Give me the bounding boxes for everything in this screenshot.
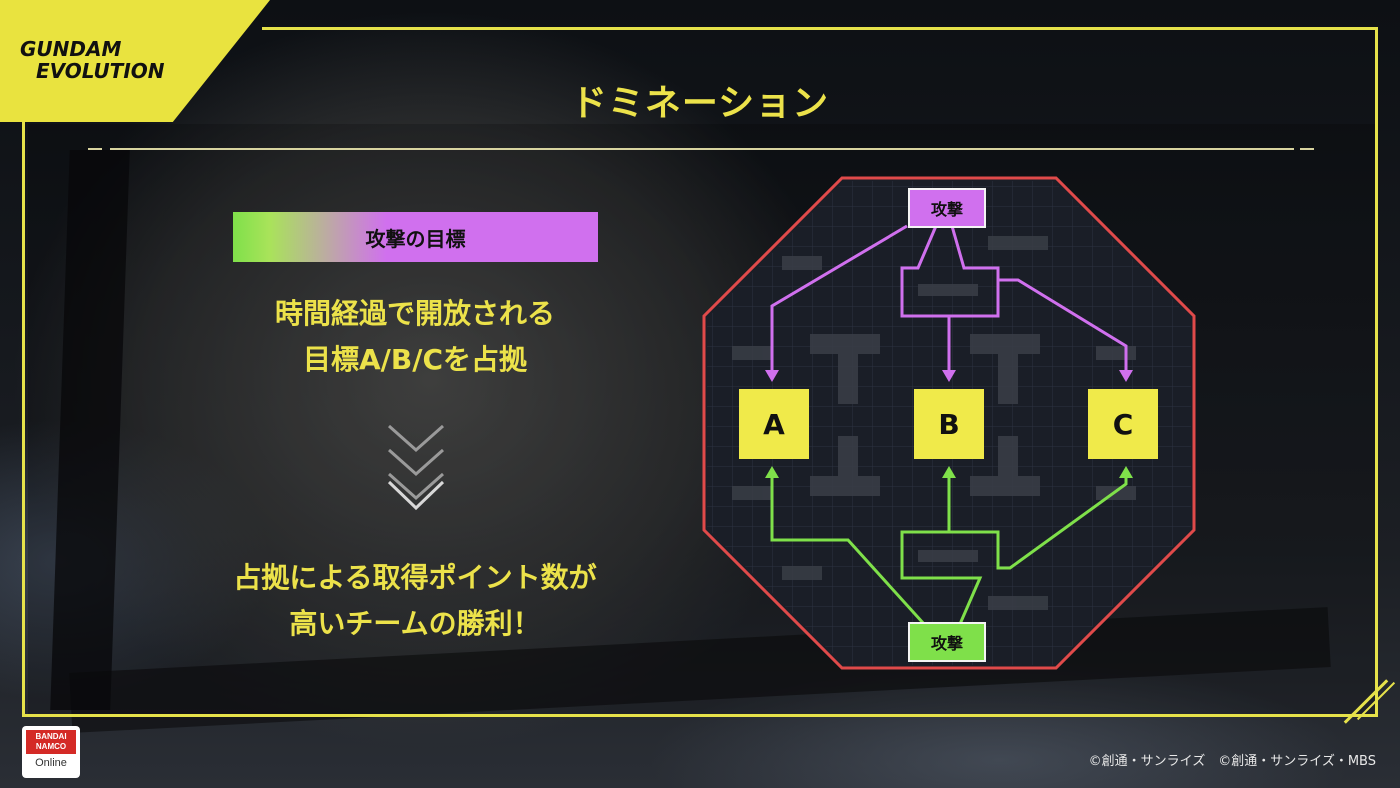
bottom-attack-routes bbox=[770, 476, 1128, 626]
publisher-logo: BANDAI NAMCO Online bbox=[22, 726, 80, 778]
game-logo: GUNDAM EVOLUTION bbox=[20, 38, 170, 82]
publisher-sub: Online bbox=[35, 757, 67, 769]
chevron-down-icon bbox=[387, 424, 445, 511]
copyright-text: ©創通・サンライズ ©創通・サンライズ・MBS bbox=[1088, 754, 1376, 769]
capture-point-b: B bbox=[914, 389, 984, 459]
logo-line-2: EVOLUTION bbox=[36, 59, 165, 83]
map-obstacles bbox=[732, 236, 1136, 610]
title-rule-left bbox=[88, 148, 102, 150]
bottom-arrowheads bbox=[765, 466, 1133, 478]
frame-bottom-line bbox=[22, 714, 1378, 717]
title-rule-right bbox=[1300, 148, 1314, 150]
domination-map: 攻撃 A B C 攻撃 bbox=[692, 166, 1206, 680]
page-title: ドミネーション bbox=[570, 83, 830, 124]
frame-top-line bbox=[262, 27, 1378, 30]
top-attack-spawn: 攻撃 bbox=[908, 188, 986, 228]
result-line-2: 高いチームの勝利！ bbox=[289, 607, 541, 640]
frame-left-line bbox=[22, 122, 25, 717]
title-rule bbox=[110, 148, 1294, 150]
description-line-1: 時間経過で開放される bbox=[274, 297, 555, 330]
description-line-2: 目標A/B/Cを占拠 bbox=[302, 343, 527, 376]
result-line-1: 占拠による取得ポイント数が bbox=[233, 561, 597, 594]
capture-point-a: A bbox=[739, 389, 809, 459]
logo-line-1: GUNDAM bbox=[20, 37, 122, 61]
top-arrowheads bbox=[765, 370, 1133, 382]
section-label: 攻撃の目標 bbox=[233, 212, 598, 262]
publisher-badge: BANDAI NAMCO bbox=[26, 730, 76, 754]
frame-right-line bbox=[1375, 27, 1378, 717]
bottom-attack-spawn: 攻撃 bbox=[908, 622, 986, 662]
top-attack-routes bbox=[770, 224, 1128, 371]
capture-point-c: C bbox=[1088, 389, 1158, 459]
